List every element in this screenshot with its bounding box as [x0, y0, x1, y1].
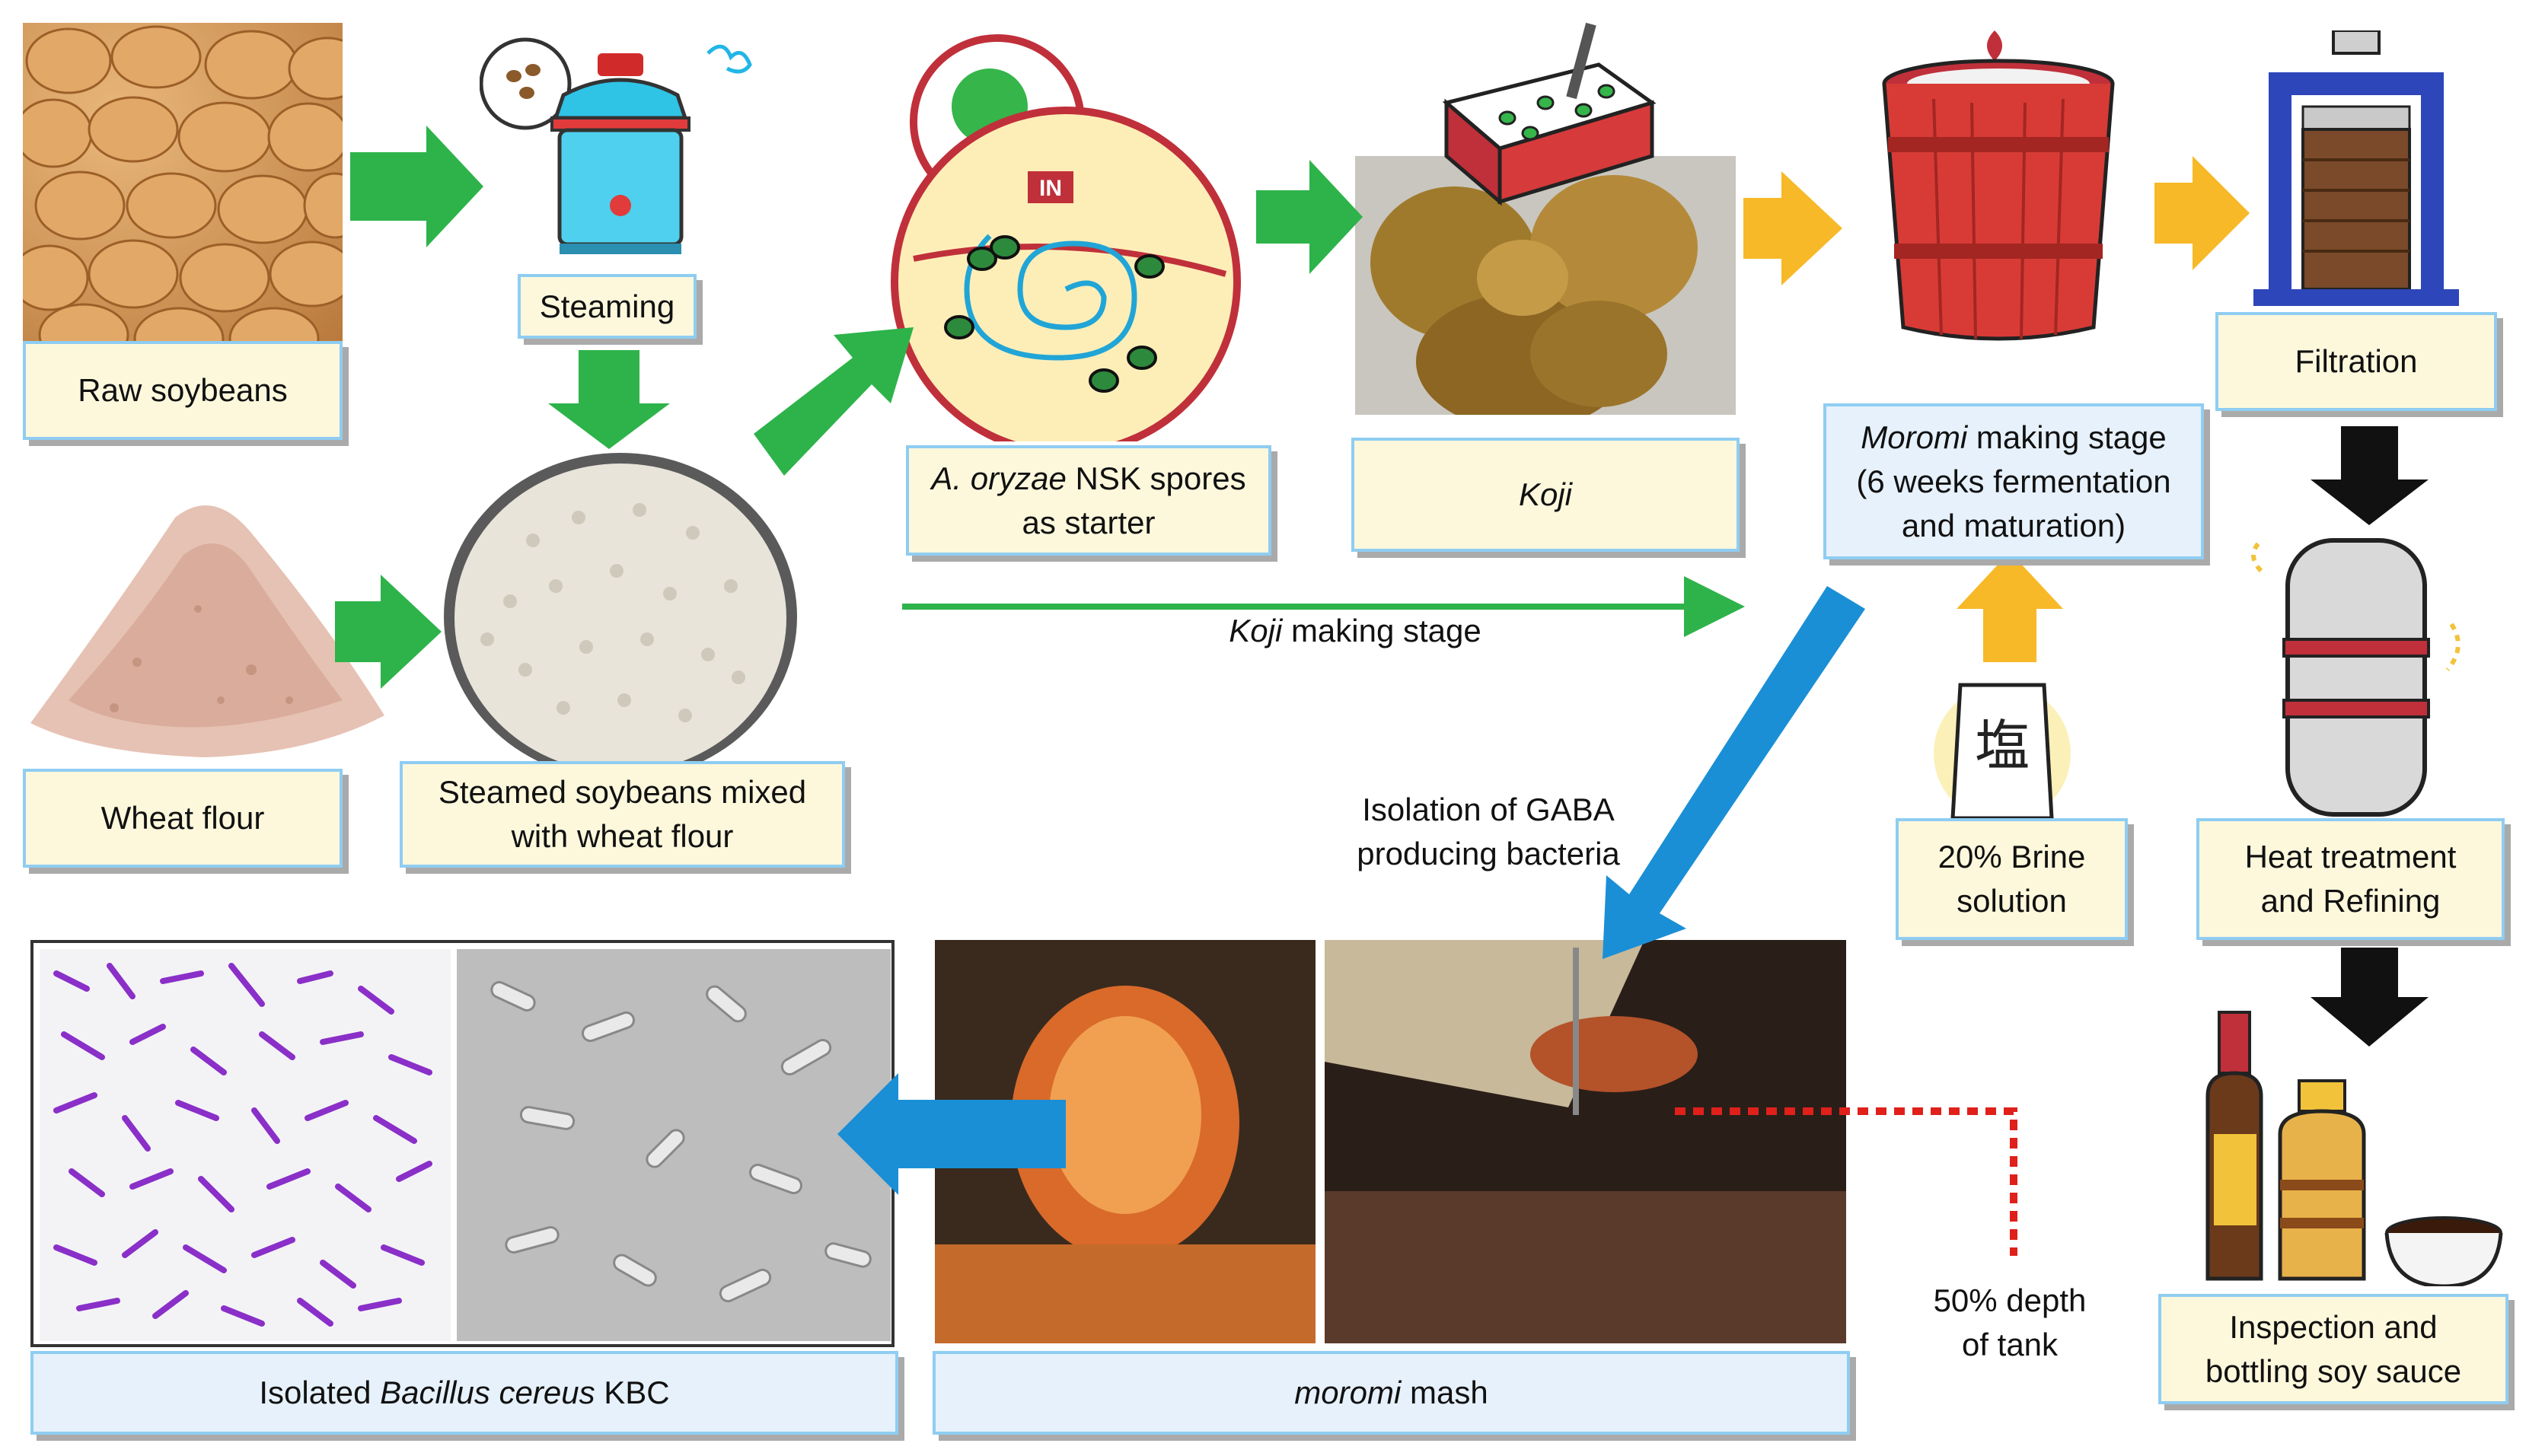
label-moromi-stage: Moromi making stage (6 weeks fermentatio… — [1823, 403, 2204, 559]
arrow-soybeans-to-steaming — [350, 126, 483, 247]
label-koji-stage: Koji making stage — [1142, 609, 1568, 653]
label-heat-line2: and Refining — [2260, 883, 2441, 919]
arrow-moromi-to-mash — [1603, 586, 1865, 959]
label-isolated-line: Isolated Bacillus cereus KBC — [259, 1371, 669, 1415]
label-bottling-line2: bottling soy sauce — [2205, 1352, 2462, 1389]
label-heat-line1: Heat treatment — [2244, 839, 2457, 875]
label-koji-stage-rest: making stage — [1282, 613, 1481, 648]
label-mash-italic: moromi — [1294, 1375, 1402, 1410]
in-tag-text: IN — [1039, 176, 1062, 201]
koji-photo — [1355, 156, 1736, 415]
label-koji-stage-italic: Koji — [1229, 613, 1283, 648]
steamer-illustration — [480, 23, 754, 266]
label-depth: 50% depth of tank — [1888, 1279, 2132, 1367]
label-depth-line1: 50% depth — [1933, 1282, 2087, 1318]
arrow-filtration-to-heat — [2311, 426, 2429, 525]
bacteria-micrograph-frame — [30, 940, 895, 1347]
label-starter-line1: A. oryzae NSK spores — [931, 457, 1245, 501]
label-isolation-line1: Isolation of GABA — [1362, 792, 1615, 827]
label-raw-soybeans-text: Raw soybeans — [78, 372, 288, 408]
label-starter-italic: A. oryzae — [931, 460, 1067, 496]
arrow-starter-to-koji — [1256, 160, 1363, 274]
heat-tank-illustration — [2231, 525, 2482, 822]
label-starter-rest: NSK spores — [1066, 460, 1246, 496]
label-koji-text: Koji — [1518, 476, 1573, 512]
label-steaming: Steaming — [518, 274, 697, 339]
label-mash-line: moromi mash — [1294, 1371, 1488, 1415]
label-filtration-text: Filtration — [2295, 343, 2418, 379]
label-steamed-mix-line2: with wheat flour — [511, 818, 734, 854]
label-depth-line2: of tank — [1961, 1327, 2059, 1362]
label-isolation: Isolation of GABA producing bacteria — [1309, 788, 1667, 876]
arrow-moromi-to-filtration — [2154, 156, 2250, 270]
koji-tray-illustration — [1431, 19, 1660, 225]
label-bottling-line1: Inspection and — [2229, 1308, 2438, 1345]
label-brine-line2: solution — [1957, 883, 2067, 919]
moromi-mash-photo-2 — [1325, 940, 1846, 1343]
label-steamed-mix: Steamed soybeans mixed with wheat flour — [400, 761, 845, 868]
salt-char-text: 塩 — [1975, 714, 2030, 778]
press-illustration — [2246, 30, 2467, 312]
label-filtration: Filtration — [2215, 312, 2497, 411]
aspergillus-illustration: IN — [883, 30, 1249, 441]
label-isolated-italic: Bacillus cereus — [380, 1375, 595, 1410]
label-brine: 20% Brine solution — [1896, 818, 2128, 940]
label-starter-line2: as starter — [1022, 504, 1156, 540]
label-wheat-flour-text: Wheat flour — [100, 800, 265, 836]
steamed-mix-photo — [442, 449, 799, 784]
label-steamed-mix-line1: Steamed soybeans mixed — [438, 774, 807, 810]
label-bottling: Inspection and bottling soy sauce — [2158, 1294, 2508, 1404]
arrow-koji-to-moromi — [1743, 171, 1842, 285]
raw-soybeans-photo — [23, 23, 343, 342]
label-isolated-pre: Isolated — [259, 1375, 381, 1410]
moromi-barrel-illustration — [1873, 23, 2124, 350]
salt-bag-illustration: 塩 — [1918, 670, 2086, 822]
moromi-mash-photo-1 — [935, 940, 1316, 1343]
label-mash-rest: mash — [1401, 1375, 1488, 1410]
arrow-brine-to-moromi — [1957, 552, 2063, 662]
wheat-flour-photo — [23, 472, 388, 761]
label-isolated-bacillus: Isolated Bacillus cereus KBC — [30, 1351, 898, 1435]
label-steaming-text: Steaming — [539, 288, 675, 324]
label-wheat-flour: Wheat flour — [23, 769, 343, 868]
label-moromi-mash: moromi mash — [933, 1351, 1850, 1435]
label-starter: A. oryzae NSK spores as starter — [906, 445, 1271, 556]
label-brine-line1: 20% Brine — [1937, 839, 2086, 875]
arrow-steaming-to-mix — [548, 350, 670, 449]
label-moromi-italic: Moromi — [1861, 419, 1968, 455]
soy-sauce-bottles-illustration — [2193, 1005, 2512, 1286]
label-isolated-post: KBC — [595, 1375, 670, 1410]
label-isolation-line2: producing bacteria — [1357, 836, 1620, 871]
label-moromi-line3: and maturation) — [1901, 507, 2126, 543]
label-moromi-line2: (6 weeks fermentation — [1856, 463, 2171, 499]
label-raw-soybeans: Raw soybeans — [23, 341, 343, 440]
label-koji: Koji — [1351, 438, 1740, 552]
label-moromi-line1: Moromi making stage — [1861, 416, 2167, 460]
label-moromi-rest: making stage — [1967, 419, 2167, 455]
label-heat-treatment: Heat treatment and Refining — [2196, 818, 2505, 940]
